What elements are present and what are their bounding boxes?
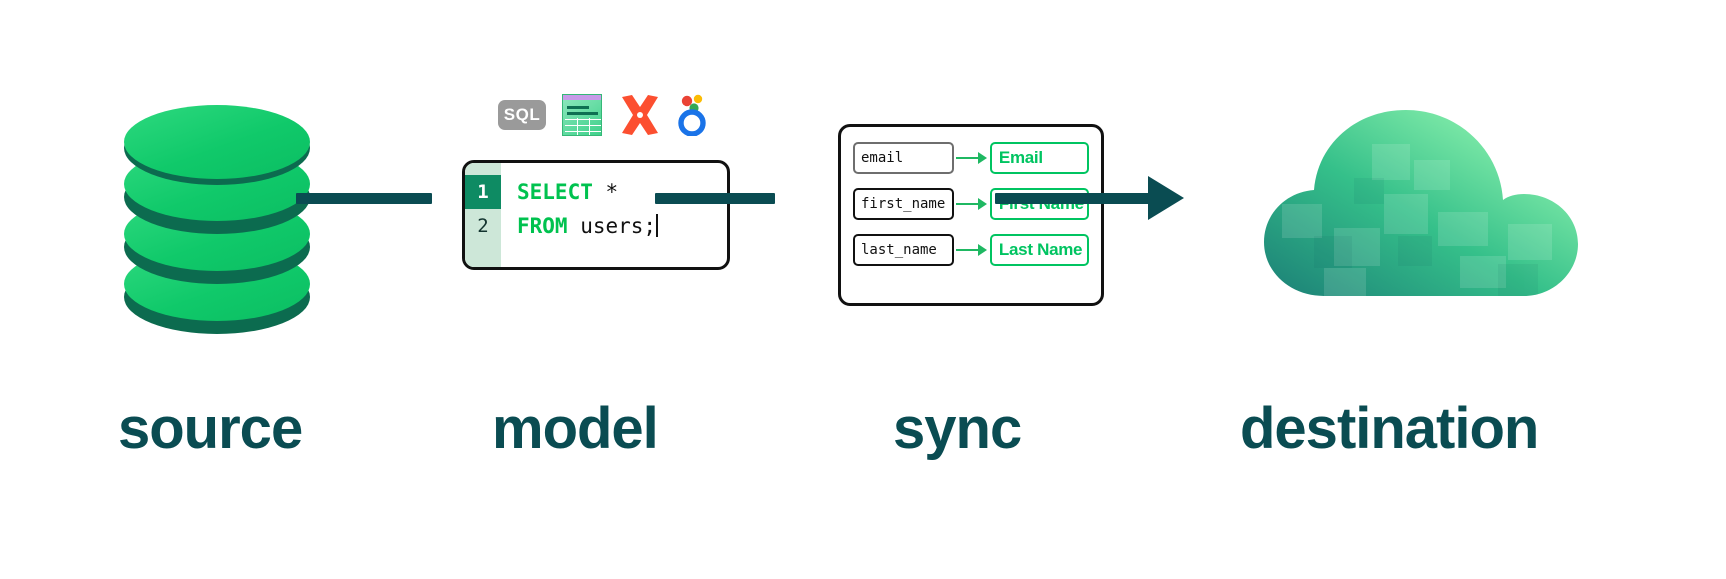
mapping-arrow-icon xyxy=(954,243,990,257)
connector-model-to-sync xyxy=(655,193,775,204)
destination-field-email[interactable]: Email xyxy=(989,142,1089,174)
sql-keyword-select: SELECT xyxy=(517,180,593,204)
text-caret xyxy=(656,214,659,237)
line-number-1: 1 xyxy=(465,175,501,209)
source-field-email[interactable]: email xyxy=(853,142,954,174)
mapping-arrow-icon xyxy=(954,197,990,211)
source-field-first-name[interactable]: first_name xyxy=(853,188,954,220)
code-line-2: FROM users; xyxy=(517,209,727,243)
mapping-row: last_name Last Name xyxy=(853,233,1089,267)
editor-line-number-gutter: 1 2 xyxy=(465,163,501,267)
code-line-2-rest: users; xyxy=(567,214,657,238)
connector-sync-to-destination xyxy=(995,193,1163,204)
label-destination: destination xyxy=(1240,396,1539,461)
field-mapping-panel: email Email first_name First Name last_n… xyxy=(838,124,1104,306)
editor-code-area[interactable]: SELECT * FROM users; xyxy=(501,163,727,267)
sql-keyword-from: FROM xyxy=(517,214,568,238)
label-model: model xyxy=(492,396,659,461)
sql-code-editor[interactable]: 1 2 SELECT * FROM users; xyxy=(462,160,730,270)
x-mark-icon xyxy=(618,93,662,137)
connector-source-to-model xyxy=(296,193,432,204)
code-line-1-rest: * xyxy=(592,180,619,204)
google-analytics-icon xyxy=(678,94,708,137)
label-sync: sync xyxy=(893,396,1022,461)
sql-badge-icon: SQL xyxy=(498,100,546,130)
source-field-last-name[interactable]: last_name xyxy=(853,234,954,266)
code-line-1: SELECT * xyxy=(517,175,727,209)
mapping-arrow-icon xyxy=(954,151,990,165)
arrow-head-icon xyxy=(1148,176,1184,220)
database-cylinder-icon xyxy=(124,105,310,334)
destination-field-last-name[interactable]: Last Name xyxy=(989,234,1089,266)
spreadsheet-icon xyxy=(562,94,602,136)
line-number-2: 2 xyxy=(477,215,489,237)
model-tool-icons: SQL xyxy=(498,93,708,137)
cloud-icon xyxy=(1262,108,1582,298)
mapping-row: email Email xyxy=(853,141,1089,175)
label-source: source xyxy=(118,396,303,461)
